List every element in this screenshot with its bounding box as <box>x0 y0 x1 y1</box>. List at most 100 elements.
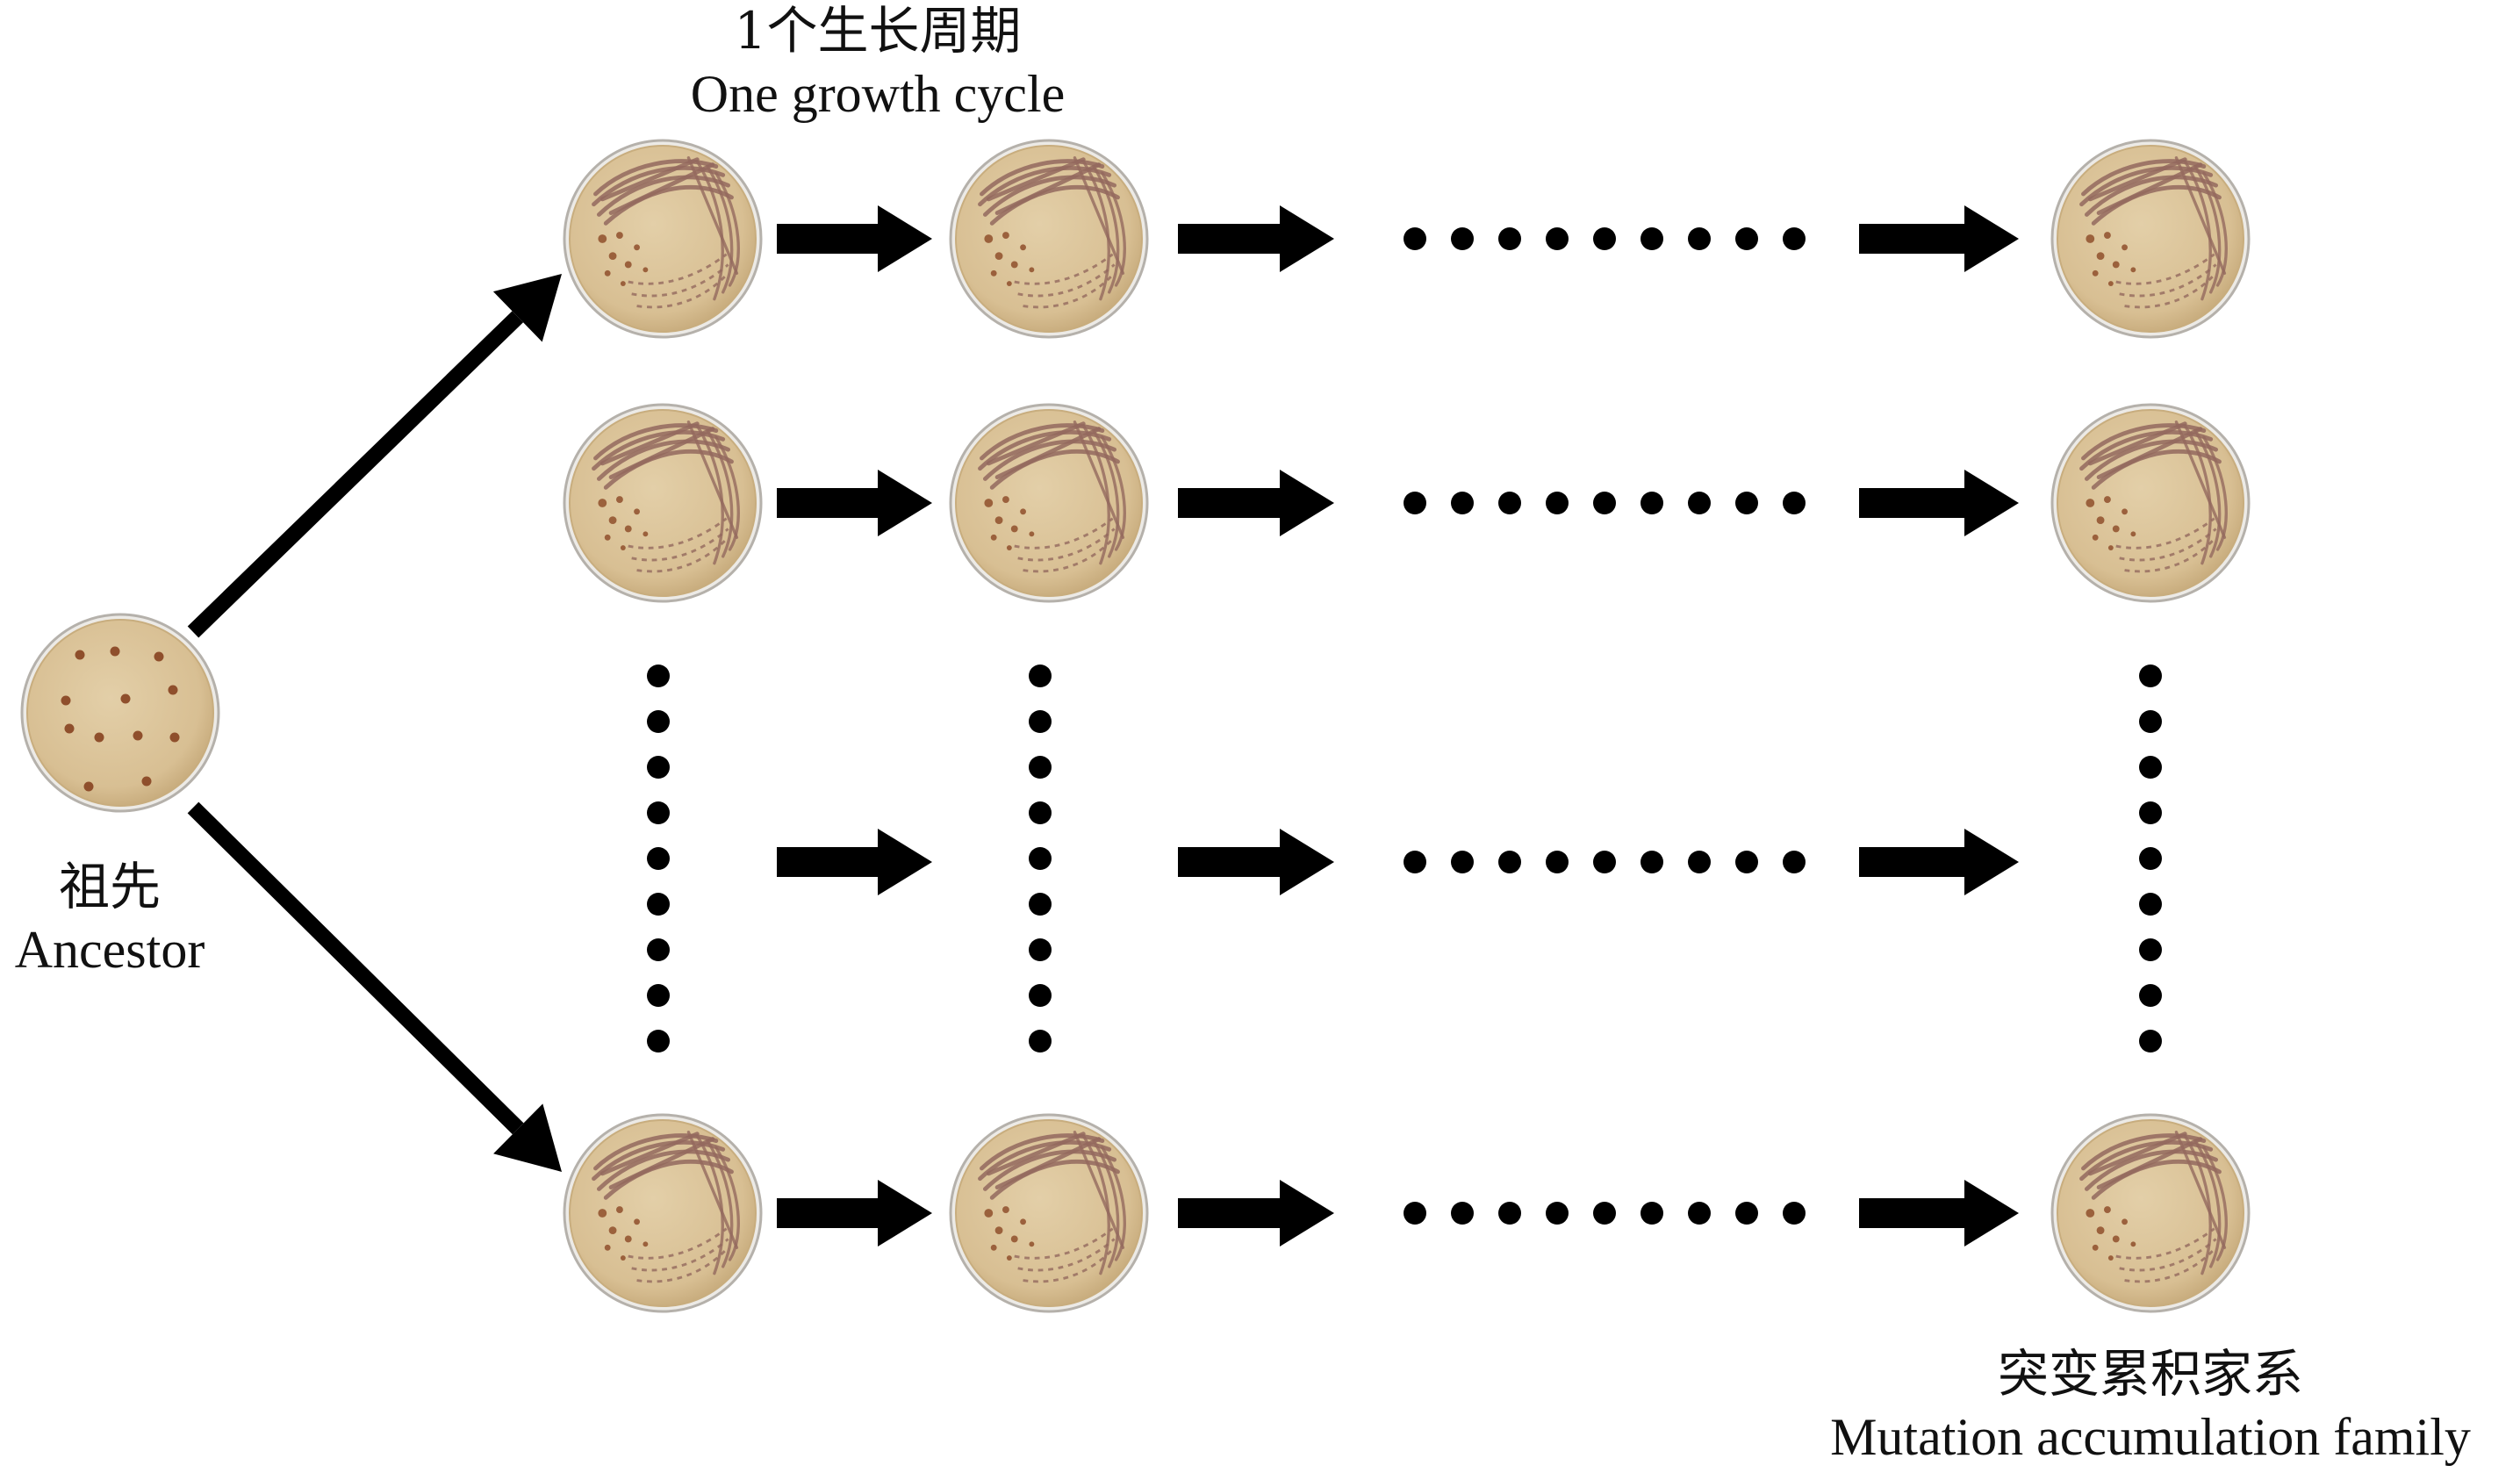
ellipsis-dots <box>1029 1030 1052 1053</box>
ellipsis-dots <box>647 1030 670 1053</box>
ellipsis-dots <box>2139 893 2162 916</box>
streaked-petri-dish-icon <box>2050 139 2251 339</box>
ellipsis-dots <box>1404 227 1426 250</box>
ellipsis-dots <box>1735 1202 1758 1225</box>
right-arrow-icon <box>187 801 562 1172</box>
ancestor-petri-dish-icon <box>20 613 220 813</box>
ellipsis-dots <box>1546 1202 1569 1225</box>
right-arrow-icon <box>1859 470 2019 536</box>
ellipsis-dots <box>1451 1202 1474 1225</box>
ancestor-label-en: Ancestor <box>14 921 205 979</box>
ellipsis-dots <box>2139 665 2162 687</box>
ancestor-label-zh: 祖先 <box>58 857 161 916</box>
streaked-petri-dish-icon <box>949 1113 1149 1313</box>
ellipsis-dots <box>1735 227 1758 250</box>
growth-cycle-label-en: One growth cycle <box>690 65 1066 123</box>
streaked-petri-dish-icon <box>2050 403 2251 603</box>
ellipsis-dots <box>2139 847 2162 870</box>
ellipsis-dots <box>1029 801 1052 824</box>
ellipsis-dots <box>647 984 670 1007</box>
ellipsis-dots <box>1451 851 1474 873</box>
ellipsis-dots <box>1029 984 1052 1007</box>
ellipsis-dots <box>647 938 670 961</box>
ellipsis-dots <box>1783 1202 1806 1225</box>
ellipsis-dots <box>1029 938 1052 961</box>
ellipsis-dots <box>1641 1202 1663 1225</box>
petri-dish-layer <box>20 139 2251 1313</box>
ellipsis-dots <box>2139 756 2162 779</box>
streaked-petri-dish-icon <box>563 139 763 339</box>
family-label-en: Mutation accumulation family <box>1830 1408 2471 1466</box>
right-arrow-icon <box>777 205 932 272</box>
ellipsis-dots <box>1546 492 1569 514</box>
streaked-petri-dish-icon <box>563 1113 763 1313</box>
ellipsis-dots <box>1029 710 1052 733</box>
ellipsis-dots <box>1735 492 1758 514</box>
right-arrow-icon <box>1178 205 1334 272</box>
right-arrow-icon <box>1859 1180 2019 1247</box>
ellipsis-dots <box>1451 227 1474 250</box>
ellipsis-dots <box>647 801 670 824</box>
ellipsis-dots <box>1593 851 1616 873</box>
ellipsis-dots <box>1404 492 1426 514</box>
ellipsis-dots <box>1688 851 1711 873</box>
ellipsis-dots <box>1546 851 1569 873</box>
ellipsis-dots <box>2139 710 2162 733</box>
streaked-petri-dish-icon <box>2050 1113 2251 1313</box>
ellipsis-dots <box>1546 227 1569 250</box>
ellipsis-dots <box>1593 227 1616 250</box>
family-label-zh: 突变累积家系 <box>1997 1344 2303 1404</box>
streaked-petri-dish-icon <box>949 403 1149 603</box>
ancestor-label: 祖先 Ancestor <box>0 856 219 982</box>
ellipsis-dots <box>1593 1202 1616 1225</box>
continuation-dots-layer <box>647 227 2162 1225</box>
ellipsis-dots <box>647 893 670 916</box>
right-arrow-icon <box>1859 205 2019 272</box>
ellipsis-dots <box>1688 1202 1711 1225</box>
ellipsis-dots <box>1783 227 1806 250</box>
right-arrow-icon <box>1178 470 1334 536</box>
ellipsis-dots <box>1641 227 1663 250</box>
ellipsis-dots <box>647 710 670 733</box>
ellipsis-dots <box>1029 665 1052 687</box>
ellipsis-dots <box>1404 851 1426 873</box>
family-label: 突变累积家系 Mutation accumulation family <box>1791 1343 2510 1469</box>
ellipsis-dots <box>1498 492 1521 514</box>
ellipsis-dots <box>1498 851 1521 873</box>
ellipsis-dots <box>1029 847 1052 870</box>
streaked-petri-dish-icon <box>563 403 763 603</box>
ellipsis-dots <box>1641 851 1663 873</box>
ellipsis-dots <box>1783 492 1806 514</box>
ellipsis-dots <box>1498 227 1521 250</box>
ellipsis-dots <box>1593 492 1616 514</box>
ellipsis-dots <box>2139 984 2162 1007</box>
streaked-petri-dish-icon <box>949 139 1149 339</box>
ellipsis-dots <box>1641 492 1663 514</box>
ellipsis-dots <box>1498 1202 1521 1225</box>
ellipsis-dots <box>1029 893 1052 916</box>
right-arrow-icon <box>1178 1180 1334 1247</box>
ellipsis-dots <box>1735 851 1758 873</box>
growth-cycle-label: 1个生长周期 One growth cycle <box>527 0 1229 126</box>
ellipsis-dots <box>1783 851 1806 873</box>
right-arrow-icon <box>1859 829 2019 895</box>
ellipsis-dots <box>647 756 670 779</box>
right-arrow-icon <box>777 470 932 536</box>
growth-cycle-label-zh: 1个生长周期 <box>734 1 1022 61</box>
ellipsis-dots <box>1451 492 1474 514</box>
right-arrow-icon <box>187 274 562 638</box>
ellipsis-dots <box>1688 227 1711 250</box>
arrow-layer <box>187 205 2019 1247</box>
ellipsis-dots <box>2139 938 2162 961</box>
right-arrow-icon <box>1178 829 1334 895</box>
ellipsis-dots <box>1688 492 1711 514</box>
right-arrow-icon <box>777 1180 932 1247</box>
right-arrow-icon <box>777 829 932 895</box>
ellipsis-dots <box>647 665 670 687</box>
ellipsis-dots <box>1404 1202 1426 1225</box>
ellipsis-dots <box>647 847 670 870</box>
ellipsis-dots <box>2139 801 2162 824</box>
ellipsis-dots <box>2139 1030 2162 1053</box>
ellipsis-dots <box>1029 756 1052 779</box>
